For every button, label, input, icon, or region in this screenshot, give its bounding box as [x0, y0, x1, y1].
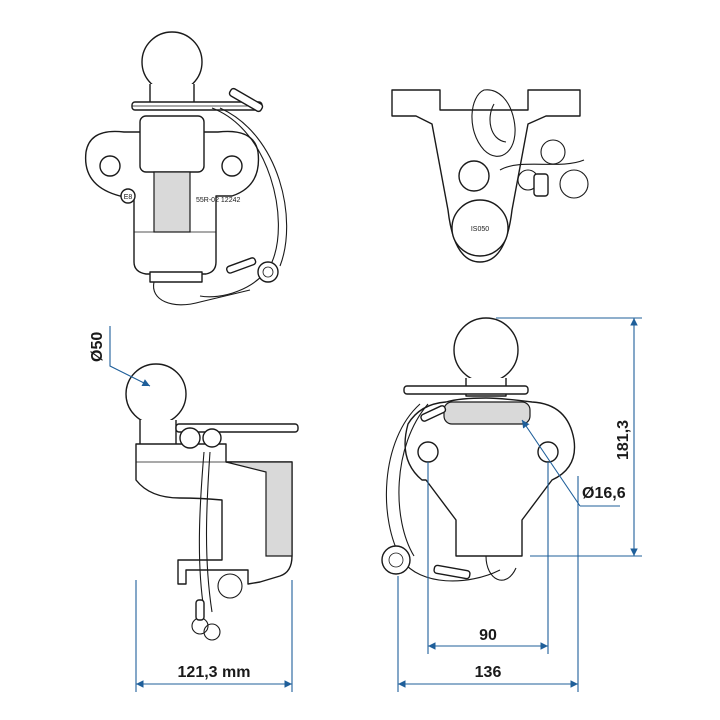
ball-marking: IS050 — [471, 226, 489, 233]
side-pin-ring — [202, 428, 222, 448]
rear-crimp — [433, 564, 471, 580]
ball-diameter-leader — [109, 326, 151, 387]
rear-hole-left — [417, 441, 439, 463]
safety-cable — [199, 107, 279, 298]
hole-spacing-label: 90 — [479, 627, 497, 644]
rear-collar — [443, 401, 531, 425]
side-pin-head — [179, 427, 201, 449]
approval-mark: E8 — [124, 194, 133, 201]
homologation-marking: 55R-02 12242 — [196, 197, 240, 204]
side-housing-shade — [225, 461, 293, 557]
shaft — [153, 171, 191, 233]
bottom-fitting — [149, 271, 203, 283]
ball-top — [451, 199, 509, 257]
rear-cross-pin — [403, 385, 529, 395]
cable-ring-a — [540, 139, 566, 165]
tow-ball — [141, 31, 203, 93]
side-ring — [217, 573, 243, 599]
height-label: 181,3 — [615, 420, 632, 460]
cable-clip-top — [228, 87, 264, 113]
side-crimp — [195, 599, 205, 621]
side-width-label: 121,3 mm — [178, 664, 251, 681]
total-width-label: 136 — [475, 664, 502, 681]
side-cross-pin — [175, 423, 299, 433]
side-cable — [198, 451, 205, 611]
cable-crimp — [226, 257, 257, 274]
side-view — [125, 363, 299, 641]
mount-hole-right — [221, 155, 243, 177]
spring-pin — [471, 89, 516, 157]
rear-ring — [381, 545, 411, 575]
side-ball — [125, 363, 187, 425]
rear-clip — [420, 405, 447, 422]
pin-hole — [458, 160, 490, 192]
top-view: IS050 — [391, 89, 589, 263]
mount-hole-left — [99, 155, 121, 177]
hole-diameter-label: Ø16,6 — [582, 485, 626, 502]
cable-ring-b — [559, 169, 589, 199]
ball-diameter-label: Ø50 — [89, 332, 106, 362]
housing — [139, 115, 205, 173]
side-housing — [135, 443, 293, 585]
hole-diameter-leader — [521, 419, 581, 507]
rear-ball — [453, 317, 519, 383]
approval-mark-circle — [120, 188, 136, 204]
cable-ring — [257, 261, 279, 283]
front-view: E8 55R-02 12242 — [84, 31, 288, 306]
cable-lock — [533, 173, 549, 197]
dimension-annotations: Ø50 121,3 mm 181,3 Ø16,6 90 136 — [89, 317, 642, 692]
rear-view — [381, 317, 576, 582]
rear-plate — [404, 397, 576, 557]
